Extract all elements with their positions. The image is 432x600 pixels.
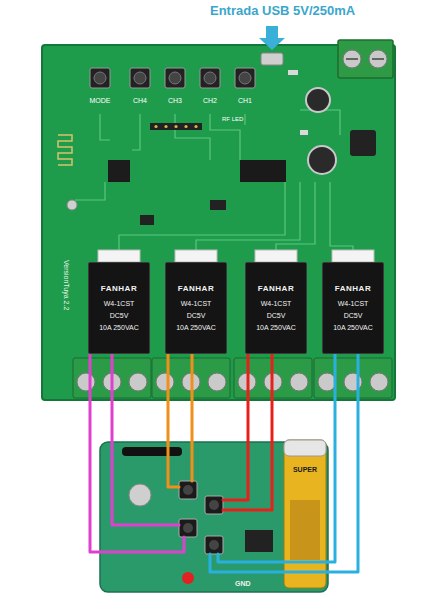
- button-name: MODE: [90, 97, 111, 105]
- button-name: CH2: [203, 97, 217, 105]
- remote-buttons: [179, 481, 223, 554]
- relay-voltage: DC5V: [110, 312, 129, 320]
- capacitor: [308, 146, 336, 174]
- remote-antenna: [122, 447, 182, 456]
- pin-name: GND: [235, 580, 251, 588]
- button-name: CH4: [133, 97, 147, 105]
- battery-brand: SUPER: [293, 466, 317, 474]
- battery: [284, 440, 326, 588]
- pin-header: [150, 123, 202, 130]
- relay-voltage: DC5V: [344, 312, 363, 320]
- remote-chip: [245, 530, 273, 552]
- led-name: RF LED: [222, 116, 243, 123]
- relay-frames: [98, 250, 374, 262]
- callout-text: Entrada USB 5V/250mA: [210, 4, 355, 19]
- remote-control: GND: [100, 442, 328, 592]
- relay-voltage: DC5V: [187, 312, 206, 320]
- relay-brand: FANHAR: [178, 284, 214, 293]
- ipx-connector: [67, 200, 77, 210]
- smd-part: [288, 70, 298, 75]
- relay-brand: FANHAR: [258, 284, 294, 293]
- small-chip: [140, 215, 154, 225]
- relay-brand: FANHAR: [101, 284, 137, 293]
- capacitor: [306, 88, 330, 112]
- wire: [271, 354, 274, 442]
- relay: FANHAR W4-1CST DC5V 10A 250VAC: [88, 262, 150, 354]
- relay-model: W4-1CST: [181, 300, 212, 308]
- relay: FANHAR W4-1CST DC5V 10A 250VAC: [245, 262, 307, 354]
- main-chip: [240, 160, 286, 182]
- wire: [111, 354, 114, 442]
- pcb-board: [42, 45, 395, 400]
- wire: [191, 354, 194, 442]
- wire: [167, 354, 170, 442]
- board-version: VersionTuya 2.2: [62, 260, 70, 310]
- smd-part: [300, 130, 308, 135]
- relay: FANHAR W4-1CST DC5V 10A 250VAC: [165, 262, 227, 354]
- small-chip: [210, 200, 226, 210]
- button-name: CH3: [168, 97, 182, 105]
- relay-model: W4-1CST: [261, 300, 292, 308]
- push-buttons: [90, 68, 255, 88]
- inductor: [350, 130, 376, 156]
- wifi-chip: [108, 160, 130, 182]
- relay-model: W4-1CST: [338, 300, 369, 308]
- remote-buzzer: [129, 484, 151, 506]
- terminal-blocks: [73, 358, 392, 398]
- relay-rating: 10A 250VAC: [256, 324, 296, 332]
- wire: [247, 354, 250, 442]
- relay: FANHAR W4-1CST DC5V 10A 250VAC: [322, 262, 384, 354]
- relay-rating: 10A 250VAC: [99, 324, 139, 332]
- wire: [90, 354, 100, 552]
- remote-led: [182, 572, 194, 584]
- button-name: CH1: [238, 97, 252, 105]
- pcb-traces: [75, 110, 353, 250]
- relay-brand: FANHAR: [335, 284, 371, 293]
- power-terminal: [338, 40, 393, 78]
- relay-rating: 10A 250VAC: [176, 324, 216, 332]
- pcb-antenna: [58, 135, 72, 165]
- usb-arrow: [259, 26, 285, 50]
- usb-connector: [261, 53, 283, 65]
- relay-voltage: DC5V: [267, 312, 286, 320]
- relay-rating: 10A 250VAC: [333, 324, 373, 332]
- wire: [328, 354, 358, 572]
- relay-model: W4-1CST: [104, 300, 135, 308]
- wire: [328, 354, 335, 562]
- remote-wire-ends: [100, 442, 328, 572]
